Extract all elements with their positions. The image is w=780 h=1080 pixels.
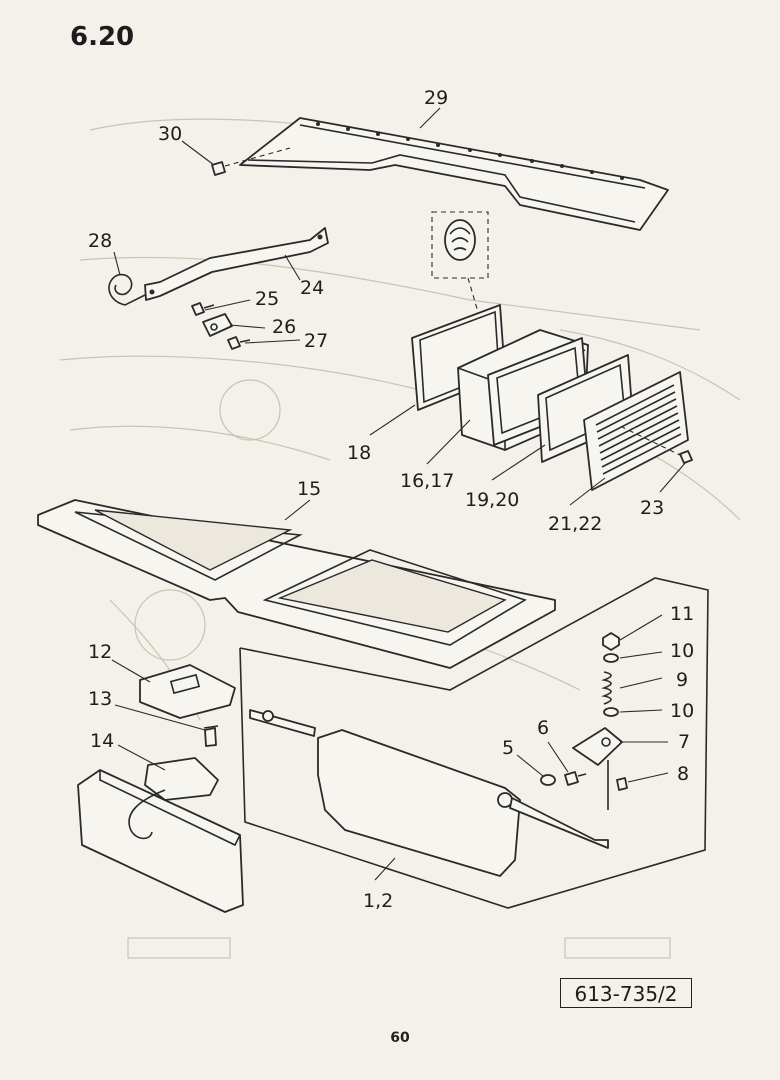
drawing-reference-number: 613-735/2 bbox=[560, 978, 692, 1008]
callout-18: 18 bbox=[347, 442, 371, 464]
callout-10-lower: 10 bbox=[670, 700, 694, 722]
part-10-washers bbox=[603, 653, 619, 717]
section-number: 6.20 bbox=[70, 22, 135, 52]
lid-outline bbox=[239, 577, 709, 909]
detail-inset bbox=[431, 211, 489, 313]
page-number: 60 bbox=[390, 1030, 410, 1046]
part-6-screw bbox=[564, 771, 587, 786]
callout-14: 14 bbox=[90, 730, 114, 752]
part-9-spring bbox=[601, 671, 612, 705]
callout-21-22: 21,22 bbox=[548, 513, 602, 535]
callout-23: 23 bbox=[640, 497, 664, 519]
rod bbox=[249, 709, 316, 737]
part-28-hook bbox=[108, 273, 146, 306]
part-24-handle-bar bbox=[144, 227, 329, 301]
callout-12: 12 bbox=[88, 641, 112, 663]
part-29-top-rail bbox=[239, 117, 669, 231]
part-27-screw bbox=[227, 336, 251, 350]
callout-24: 24 bbox=[300, 277, 324, 299]
callout-15: 15 bbox=[297, 478, 321, 500]
part-5-washer bbox=[540, 774, 556, 786]
callout-1-2: 1,2 bbox=[363, 890, 393, 912]
part-1-2-sun-visor bbox=[317, 729, 609, 877]
callout-30: 30 bbox=[158, 123, 182, 145]
part-25-screw bbox=[191, 302, 215, 316]
part-30-screw bbox=[211, 147, 291, 176]
callout-labels: 29 30 28 24 25 26 27 18 16,17 19,20 21,2… bbox=[88, 87, 694, 912]
callout-25: 25 bbox=[255, 288, 279, 310]
part-12-lamp-base bbox=[139, 664, 236, 719]
callout-6: 6 bbox=[537, 717, 549, 739]
callout-19-20: 19,20 bbox=[465, 489, 519, 511]
callout-28: 28 bbox=[88, 230, 112, 252]
callout-9: 9 bbox=[676, 669, 688, 691]
callout-8: 8 bbox=[677, 763, 689, 785]
callout-16-17: 16,17 bbox=[400, 470, 454, 492]
part-26-clip bbox=[202, 313, 233, 337]
rail-holes bbox=[316, 122, 624, 180]
leader-lines bbox=[111, 107, 687, 881]
part-15-panel bbox=[37, 499, 556, 669]
callout-29: 29 bbox=[424, 87, 448, 109]
callout-27: 27 bbox=[304, 330, 328, 352]
callout-10-upper: 10 bbox=[670, 640, 694, 662]
callout-7: 7 bbox=[678, 731, 690, 753]
part-7-bracket bbox=[572, 727, 623, 810]
part-13-screw bbox=[203, 725, 219, 747]
part-19-20-gasket bbox=[487, 337, 634, 463]
part-21-22-grille bbox=[583, 371, 689, 491]
part-14-lamp bbox=[77, 757, 244, 913]
part-11-nut bbox=[602, 632, 620, 651]
callout-11: 11 bbox=[670, 603, 694, 625]
callout-5: 5 bbox=[502, 737, 514, 759]
callout-13: 13 bbox=[88, 688, 112, 710]
part-8-screw bbox=[616, 777, 628, 791]
callout-26: 26 bbox=[272, 316, 296, 338]
part-23-screw bbox=[619, 425, 693, 464]
